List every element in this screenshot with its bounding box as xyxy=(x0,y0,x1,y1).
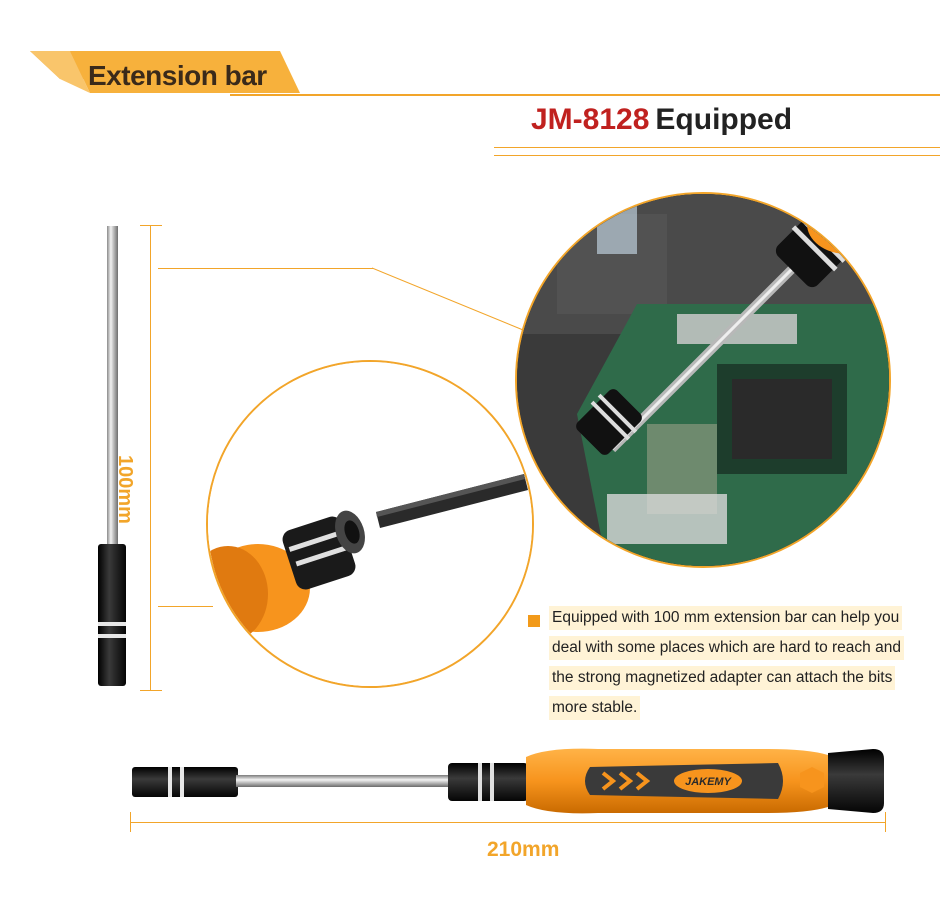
adapter-closeup-image xyxy=(206,360,534,688)
equipped-label: Equipped xyxy=(655,103,793,136)
horizontal-dimension-label: 210mm xyxy=(487,838,560,861)
brand-logo: JAKEMY xyxy=(685,776,733,788)
leader-line-top xyxy=(158,268,373,269)
description-bullet xyxy=(528,615,540,627)
vertical-dimension-label: 100mm xyxy=(114,455,136,524)
description-line-4: more stable. xyxy=(549,696,641,720)
horizontal-dimension-line xyxy=(130,822,885,823)
horizontal-dimension-tick-right xyxy=(885,812,886,832)
extension-bar-image xyxy=(98,226,126,686)
description-line-3: the strong magnetized adapter can attach… xyxy=(549,666,896,690)
vertical-dimension-line xyxy=(150,225,151,690)
description-line-1: Equipped with 100 mm extension bar can h… xyxy=(549,606,903,630)
model-divider-1 xyxy=(494,147,940,148)
description-text: Equipped with 100 mm extension bar can h… xyxy=(549,606,949,726)
model-number: JM-8128 xyxy=(531,103,650,136)
header-divider xyxy=(230,94,940,96)
vertical-dimension-tick-top xyxy=(140,225,162,226)
leader-line-diagonal xyxy=(372,267,529,333)
model-divider-2 xyxy=(494,155,940,156)
section-title: Extension bar xyxy=(88,60,267,91)
vertical-dimension-tick-bottom xyxy=(140,690,162,691)
laptop-usage-image xyxy=(515,192,891,568)
screwdriver-image: JAKEMY xyxy=(132,748,884,814)
description-line-2: deal with some places which are hard to … xyxy=(549,636,904,660)
horizontal-dimension-tick-left xyxy=(130,812,131,832)
leader-line-bottom xyxy=(158,606,213,607)
header-banner xyxy=(30,51,300,93)
